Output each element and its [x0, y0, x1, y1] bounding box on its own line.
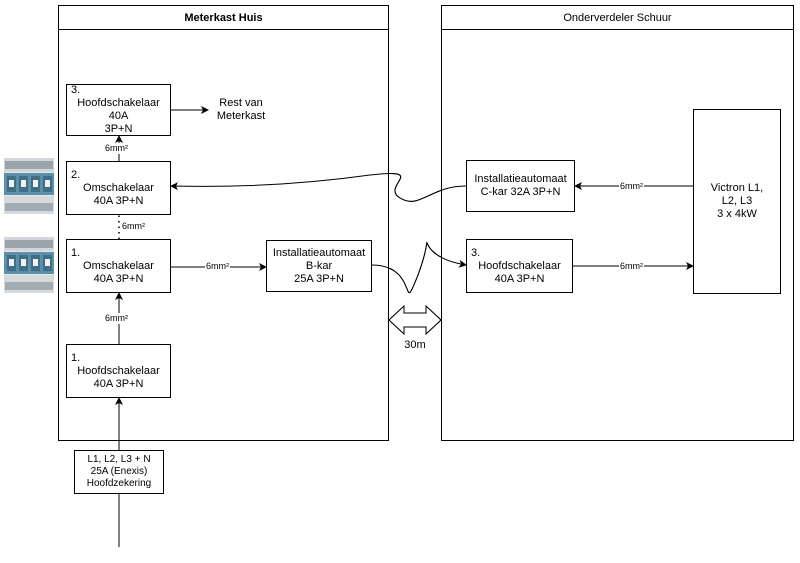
- omschakelaar-2-photo: [4, 158, 54, 214]
- oms1-name: Omschakelaar: [83, 259, 154, 272]
- supply-phases: L1, L2, L3 + N: [87, 454, 151, 465]
- meterkast-title: Meterkast Huis: [59, 6, 388, 30]
- oms1-spec: 40A 3P+N: [93, 272, 144, 285]
- iab-kar: B-kar: [305, 259, 333, 272]
- omschakelaar-1-box: 1. Omschakelaar 40A 3P+N: [66, 239, 171, 293]
- hs-top-spec: 3P+N: [104, 123, 133, 135]
- hoofdschakelaar-3-box: 3. Hoofdschakelaar 40A 3P+N: [66, 84, 171, 136]
- cable-label-oms1-hs1: 6mm²: [104, 313, 129, 324]
- schuur-title: Onderverdeler Schuur: [442, 6, 793, 30]
- iac-name: Installatieautomaat: [474, 173, 567, 185]
- hs3-spec: 40A 3P+N: [494, 272, 545, 285]
- installatieautomaat-b-box: Installatieautomaat B-kar 25A 3P+N: [266, 240, 372, 292]
- victron-line1: Victron L1,: [710, 182, 764, 194]
- hs1-number: 1.: [71, 351, 81, 364]
- iab-name: Installatieautomaat: [272, 246, 366, 259]
- oms1-number: 1.: [71, 246, 81, 259]
- omschakelaar-2-box: 2. Omschakelaar 40A 3P+N: [66, 161, 171, 215]
- victron-box: Victron L1, L2, L3 3 x 4kW: [693, 109, 781, 294]
- oms2-spec: 40A 3P+N: [93, 194, 144, 207]
- hs-top-number: 3.: [71, 84, 81, 96]
- victron-line2: L2, L3: [721, 195, 753, 207]
- cable-label-hstop-oms2: 6mm²: [104, 143, 129, 154]
- rest-line2: Meterkast: [216, 110, 266, 122]
- cable-label-oms1-iab: 6mm²: [205, 261, 230, 272]
- supply-rating: 25A (Enexis): [90, 466, 148, 477]
- hs-top-name: Hoofdschakelaar 40A: [77, 97, 160, 122]
- cable-label-victron-iac: 6mm²: [619, 181, 644, 192]
- supply-name: Hoofdzekering: [86, 478, 152, 489]
- installatieautomaat-c-box: Installatieautomaat C-kar 32A 3P+N: [466, 160, 575, 212]
- iac-spec: C-kar 32A 3P+N: [480, 186, 561, 198]
- hs1-spec: 40A 3P+N: [93, 377, 144, 390]
- rest-line1: Rest van: [219, 97, 263, 109]
- iab-spec: 25A 3P+N: [294, 272, 344, 285]
- oms2-number: 2.: [71, 168, 81, 181]
- victron-line3: 3 x 4kW: [717, 208, 757, 220]
- hs3-number: 3.: [471, 246, 481, 259]
- oms2-name: Omschakelaar: [83, 181, 154, 194]
- hs3-name: Hoofdschakelaar: [478, 259, 561, 272]
- cable-label-hs3-victron: 6mm²: [619, 261, 644, 272]
- hs1-name: Hoofdschakelaar: [77, 364, 160, 377]
- distance-label: 30m: [404, 339, 426, 351]
- distance-double-arrow: [388, 304, 442, 336]
- hoofdschakelaar-3-schuur-box: 3. Hoofdschakelaar 40A 3P+N: [466, 239, 573, 293]
- omschakelaar-1-photo: [4, 237, 54, 293]
- hoofdzekering-box: L1, L2, L3 + N 25A (Enexis) Hoofdzekerin…: [74, 450, 164, 494]
- hoofdschakelaar-1-box: 1. Hoofdschakelaar 40A 3P+N: [66, 344, 171, 398]
- cable-label-oms2-oms1: 6mm²: [121, 221, 146, 232]
- rest-van-meterkast-text: Rest van Meterkast: [206, 97, 276, 123]
